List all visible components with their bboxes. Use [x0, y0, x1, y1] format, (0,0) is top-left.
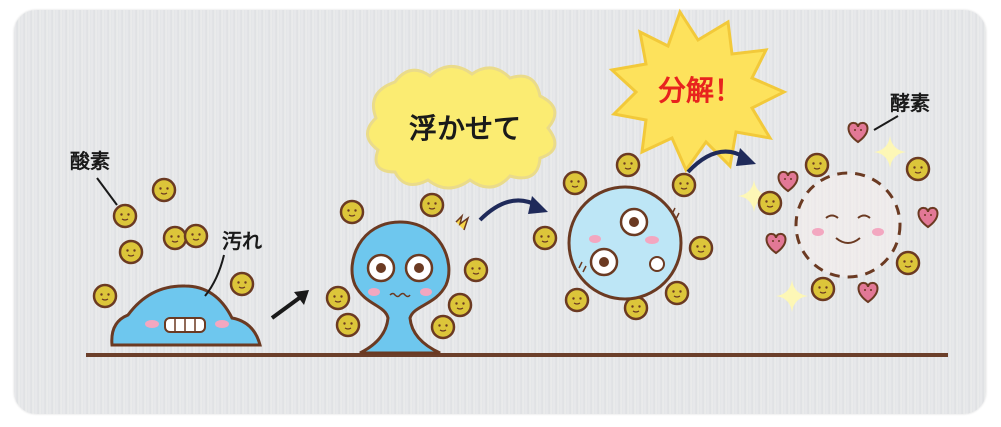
lift-speech-burst: 浮かせて [366, 65, 557, 190]
dirt-label: 汚れ [222, 229, 262, 253]
enzyme-label: 酵素 [890, 91, 930, 115]
lift-label: 浮かせて [409, 112, 521, 145]
water-ball-decomposing [567, 185, 683, 301]
dirt-blob [110, 284, 262, 347]
dirt-pointer-line [204, 254, 225, 297]
oxygen-pointer-line [96, 177, 118, 206]
enzyme-character [794, 171, 902, 279]
shock-mark [455, 213, 470, 231]
decompose-label: 分解！ [658, 74, 742, 107]
decompose-speech-burst: 分解！ [608, 8, 788, 174]
water-creature-lifted [350, 220, 451, 355]
arrow-curve-3 [686, 148, 756, 174]
enzyme-pointer-line [873, 115, 899, 131]
oxygen-label: 酸素 [70, 149, 110, 173]
arrow-curve-2 [478, 196, 548, 222]
arrow-right-1 [270, 290, 309, 320]
